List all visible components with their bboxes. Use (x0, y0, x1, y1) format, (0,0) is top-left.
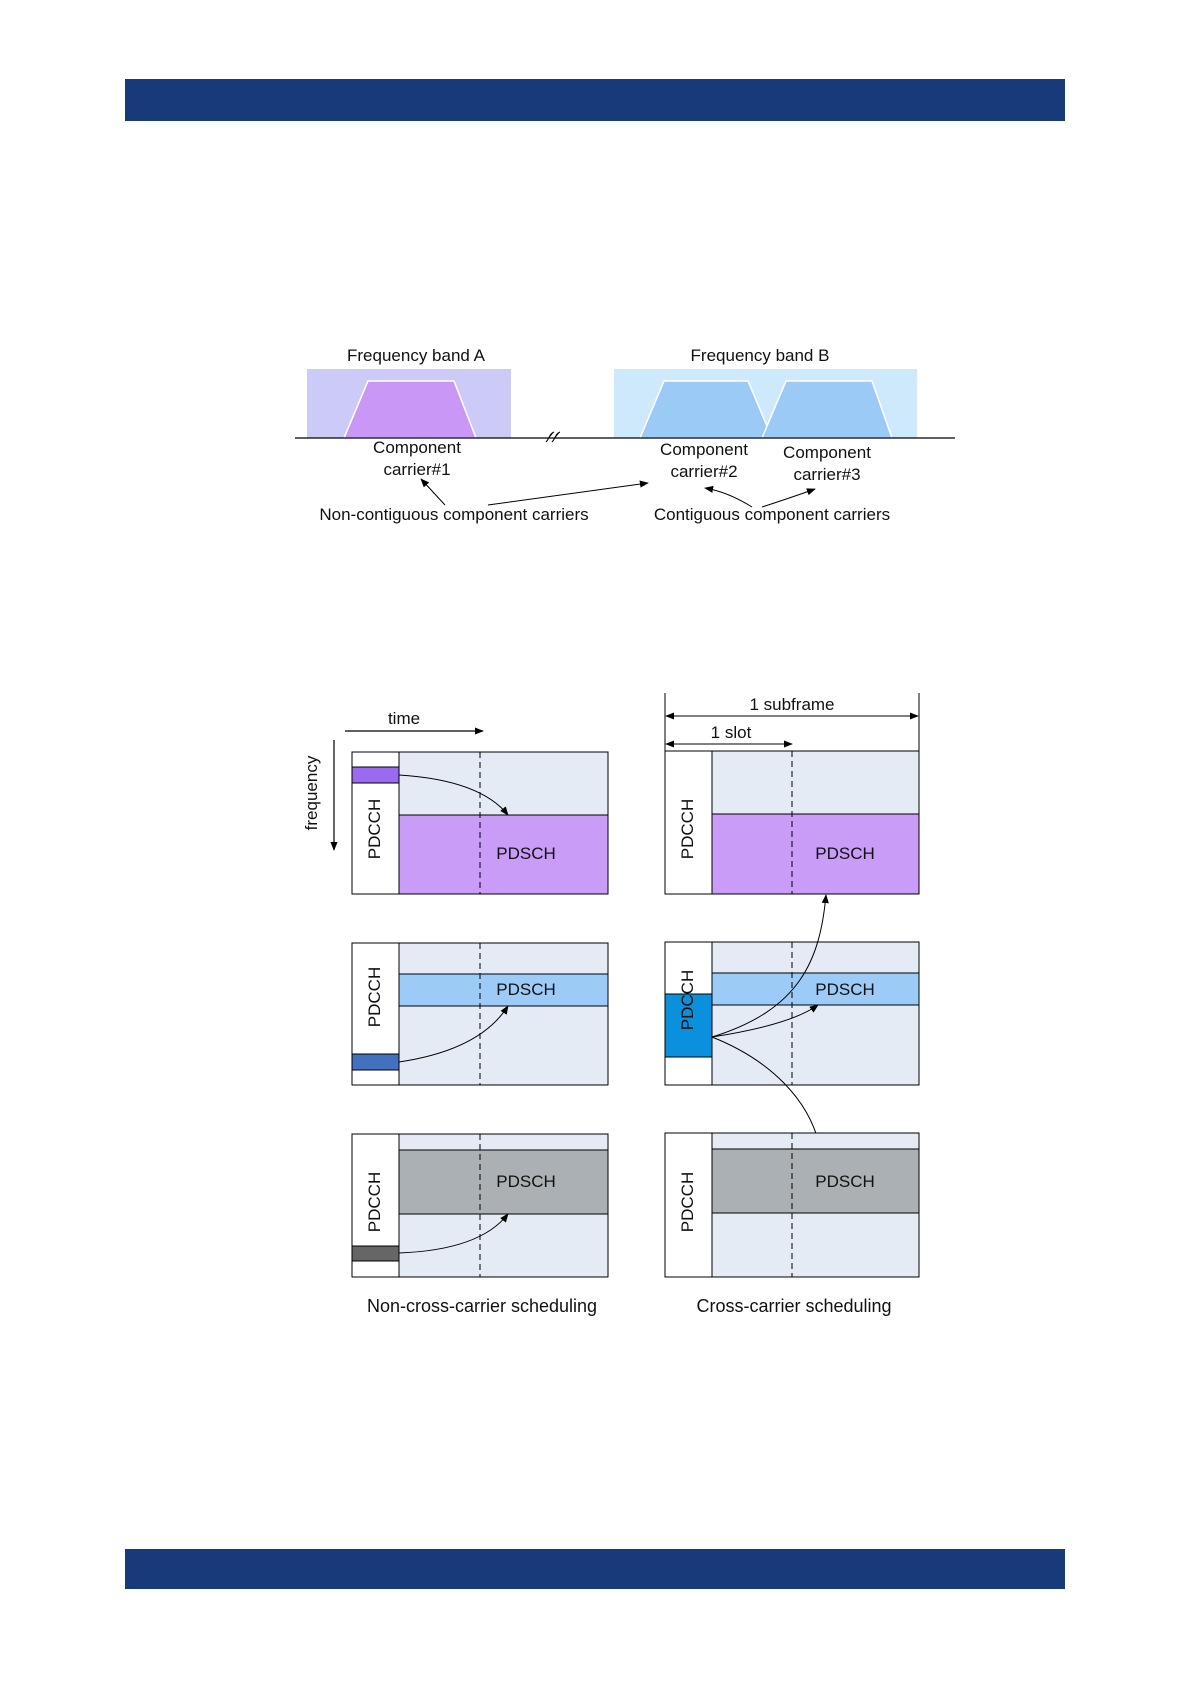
time-label: time (388, 709, 420, 728)
arrow-to-carrier-1 (420, 478, 446, 506)
pdcch-label: PDCCH (678, 1172, 697, 1232)
left-carrier-3: PDCCH PDSCH (351, 1133, 609, 1278)
slot-label: 1 slot (711, 723, 752, 742)
carrier-1-label-line2: carrier#1 (383, 460, 450, 479)
pdcch-region (664, 750, 713, 895)
resource-grid (398, 942, 609, 1086)
pdcch-label: PDCCH (678, 799, 697, 859)
pdsch-label: PDSCH (496, 1172, 556, 1191)
axis-break-icon (545, 431, 561, 443)
left-carrier-2: PDCCH PDSCH (351, 942, 609, 1086)
carrier-2-label-line2: carrier#2 (670, 462, 737, 481)
subframe-label: 1 subframe (749, 695, 834, 714)
caption-non-cross: Non-cross-carrier scheduling (367, 1296, 597, 1316)
pdsch-region (711, 813, 920, 895)
arrow-to-carrier-2 (704, 485, 753, 508)
carrier-3-label-line2: carrier#3 (793, 465, 860, 484)
carrier-2-label-line1: Component (660, 440, 748, 459)
pdsch-label: PDSCH (815, 1172, 875, 1191)
caption-cross: Cross-carrier scheduling (696, 1296, 891, 1316)
pdcch-label: PDCCH (365, 1172, 384, 1232)
cross-arrow-down (711, 1036, 822, 1149)
cross-arrow-up (711, 894, 829, 1038)
left-carrier-1: PDCCH PDSCH (351, 751, 609, 895)
pdsch-label: PDSCH (496, 844, 556, 863)
right-carrier-2: PDCCH PDSCH (664, 894, 920, 1149)
resource-grid (711, 941, 920, 1086)
band-a-label: Frequency band A (347, 346, 486, 365)
pdsch-label: PDSCH (815, 844, 875, 863)
pdsch-region (711, 972, 920, 1006)
right-carrier-3: PDCCH PDSCH (664, 1132, 920, 1278)
pdsch-region (398, 814, 609, 895)
pdsch-region (711, 1148, 920, 1214)
non-contiguous-label: Non-contiguous component carriers (319, 505, 588, 524)
scheduling-arrow (398, 1005, 509, 1063)
band-b-label: Frequency band B (691, 346, 830, 365)
pdcch-label: PDCCH (365, 799, 384, 859)
scheduling-arrow (398, 1213, 509, 1254)
pdsch-label: PDSCH (815, 980, 875, 999)
pdcch-label: PDCCH (365, 967, 384, 1027)
pdsch-region (398, 1149, 609, 1215)
pdcch-label: PDCCH (678, 970, 697, 1030)
carrier-1-label-line1: Component (373, 438, 461, 457)
pdcch-cross-allocation (664, 993, 713, 1058)
arrow-to-carrier-3 (761, 488, 816, 508)
pdcch-allocation (351, 766, 400, 784)
header-bar (125, 79, 1065, 121)
frequency-label: frequency (302, 755, 321, 830)
cross-arrow-mid (711, 1004, 819, 1038)
carrier-2-shape (638, 380, 774, 439)
pdcch-allocation (351, 1245, 400, 1262)
footer-bar (125, 1549, 1065, 1589)
right-carrier-1: PDCCH PDSCH (664, 750, 920, 895)
scheduling-figure: time frequency 1 subframe 1 slot PDCCH P… (302, 693, 920, 1316)
scheduling-arrow (398, 774, 509, 816)
pdcch-region (664, 1132, 713, 1278)
carrier-3-label-line1: Component (783, 443, 871, 462)
pdcch-allocation (351, 1053, 400, 1071)
contiguous-label: Contiguous component carriers (654, 505, 890, 524)
pdsch-label: PDSCH (496, 980, 556, 999)
arrow-to-carrier-2-long (487, 480, 649, 506)
carrier-aggregation-figure: Frequency band A Frequency band B Compon… (295, 346, 955, 524)
carrier-1-shape (342, 380, 478, 439)
